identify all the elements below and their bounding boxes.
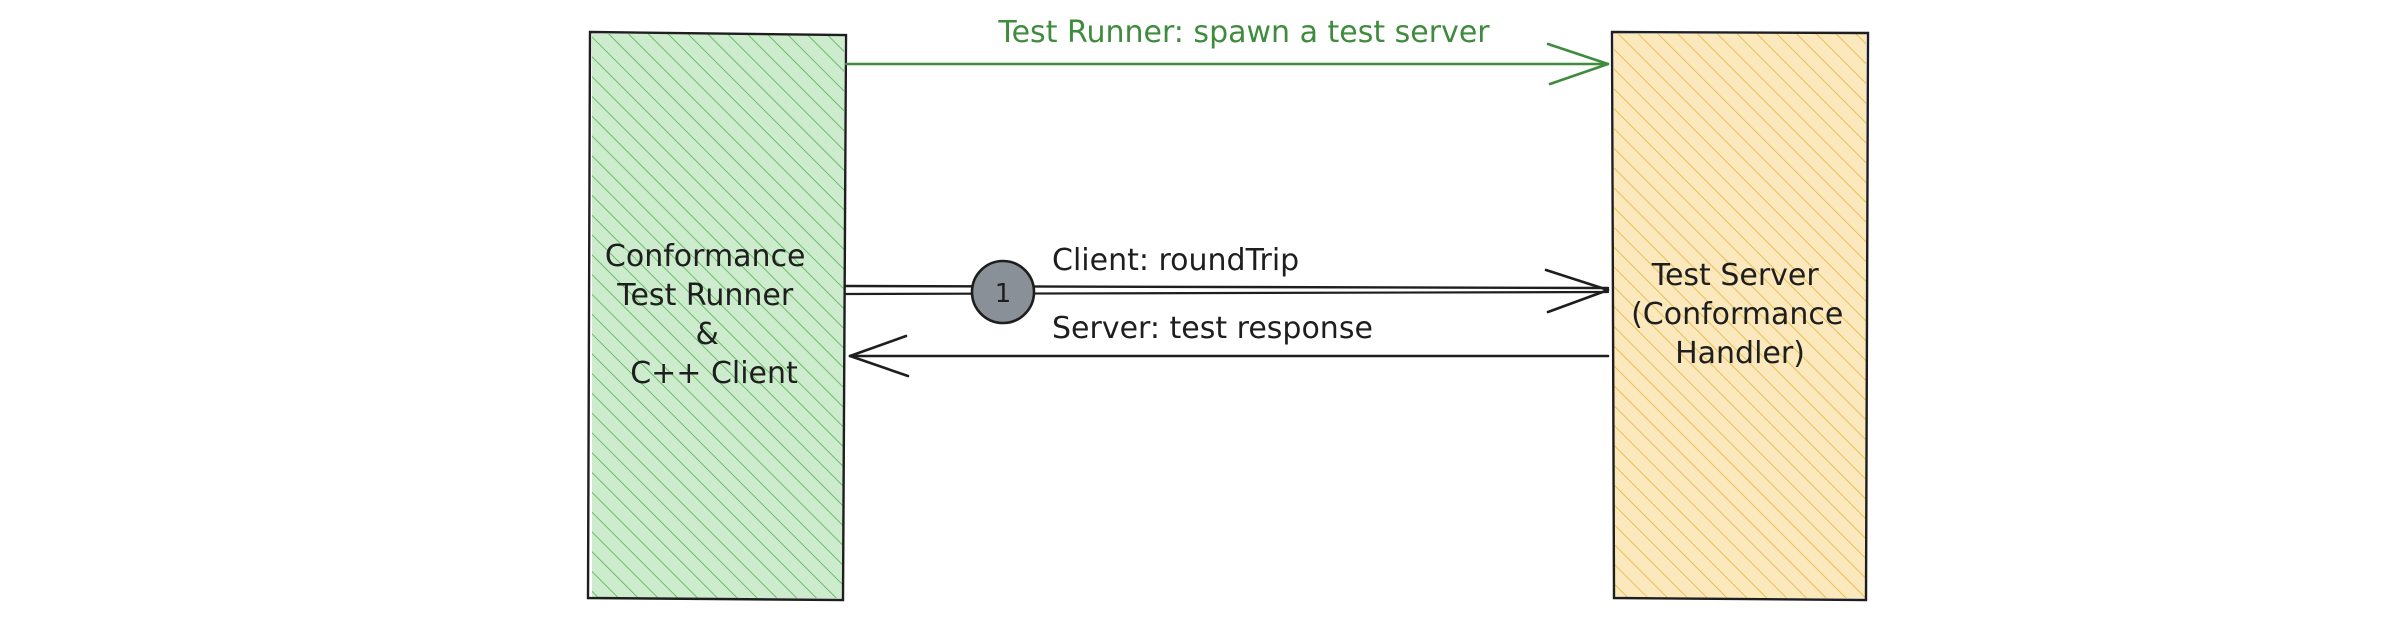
request-arrow-label: Client: roundTrip xyxy=(1052,243,1299,278)
runner-box-hatch xyxy=(592,34,844,598)
spawn-arrow: Test Runner: spawn a test server xyxy=(844,15,1610,86)
request-arrow-line-bottom xyxy=(844,290,1610,296)
step-badge-number: 1 xyxy=(995,279,1012,309)
runner-label-line-1: Conformance xyxy=(605,239,806,274)
runner-box-border xyxy=(586,30,848,602)
request-arrow-line-top xyxy=(844,284,1610,290)
server-label-line-3: Handler) xyxy=(1675,336,1805,371)
request-arrow: Client: roundTrip xyxy=(844,243,1610,314)
server-label-line-1: Test Server xyxy=(1651,258,1820,293)
server-box: Test Server (Conformance Handler) xyxy=(1610,30,1870,602)
response-arrow-label: Server: test response xyxy=(1052,311,1373,346)
step-badge: 1 xyxy=(970,259,1036,325)
spawn-arrow-head xyxy=(1546,42,1610,86)
server-box-label: Test Server (Conformance Handler) xyxy=(1631,258,1853,371)
spawn-arrow-label: Test Runner: spawn a test server xyxy=(997,15,1490,50)
server-label-line-2: (Conformance xyxy=(1631,297,1843,332)
runner-box: Conformance Test Runner & C++ Client xyxy=(586,30,848,602)
request-arrow-head xyxy=(1544,268,1610,314)
runner-label-line-4: C++ Client xyxy=(630,356,798,391)
response-arrow: Server: test response xyxy=(848,311,1610,378)
runner-label-line-2: Test Runner xyxy=(616,278,794,313)
runner-label-line-3: & xyxy=(696,317,719,352)
response-arrow-head xyxy=(848,334,910,378)
runner-box-label: Conformance Test Runner & C++ Client xyxy=(605,239,815,391)
server-box-hatch xyxy=(1614,34,1866,598)
step-badge-circle xyxy=(970,259,1036,325)
server-box-border xyxy=(1610,30,1870,602)
